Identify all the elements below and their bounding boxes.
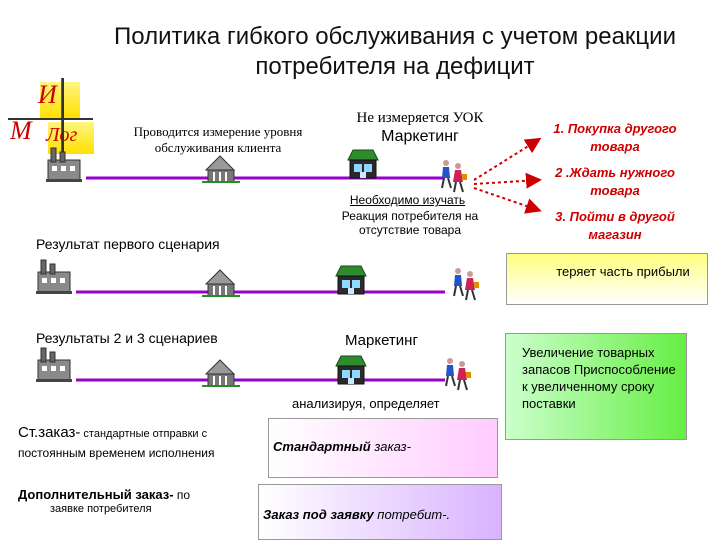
page-title: Политика гибкого обслуживания с учетом р… <box>114 23 676 80</box>
request-order-rest: потребит-. <box>373 507 451 522</box>
loses-profit-box: теряет часть прибыли <box>506 253 708 305</box>
std-order-bold: Ст.заказ- <box>18 424 81 441</box>
result-scenarios-2-3: Результаты 2 и 3 сценариев <box>36 330 218 346</box>
logo-letter-top: И <box>38 80 57 109</box>
request-order-italic: Заказ под заявку <box>263 507 374 522</box>
not-measured-label: Не измеряется УОК <box>356 110 484 126</box>
add-order-label: Дополнительный заказ- по <box>18 486 258 504</box>
loses-profit-text: теряет часть прибыли <box>556 264 690 279</box>
standard-order-box: Стандартный заказ- <box>268 418 498 478</box>
marketing-label-1: Маркетинг <box>381 128 459 145</box>
option-2: 2 .Ждать нужного товара <box>555 165 675 198</box>
reaction-label: Реакция потребителя на отсутствие товара <box>341 209 479 237</box>
result-first-scenario: Результат первого сценария <box>36 236 220 252</box>
add-order-bold: Дополнительный заказ- <box>18 487 174 502</box>
add-order-rest: по <box>173 488 191 502</box>
stock-increase-box: Увеличение товарных запасов Приспособлен… <box>505 333 687 440</box>
option-3: 3. Пойти в другой магазин <box>555 209 675 242</box>
std-order-line2: постоянным временем исполнения <box>18 446 215 460</box>
measured-text: Проводится измерение уровня обслуживания… <box>133 124 303 155</box>
request-order-box: Заказ под заявку потребит-. <box>258 484 502 540</box>
standard-order-italic: Стандартный <box>273 439 371 454</box>
std-order-rest: стандартные отправки с <box>80 428 208 440</box>
marketing-label-2: Маркетинг <box>345 332 418 349</box>
logo-letter-left: М <box>10 116 32 145</box>
standard-order-rest: заказ- <box>370 439 411 454</box>
standard-order-text: Стандартный заказ- <box>269 419 497 454</box>
stock-increase-text: Увеличение товарных запасов Приспособлен… <box>522 345 676 411</box>
analyze-label: анализируя, определяет <box>292 396 440 411</box>
std-order-label: Ст.заказ- стандартные отправки с <box>18 424 268 442</box>
request-order-text: Заказ под заявку потребит-. <box>259 485 501 522</box>
add-order-line2: заявке потребителя <box>50 503 152 515</box>
need-study-label: Необходимо изучать <box>349 193 466 207</box>
option-1: 1. Покупка другого товара <box>553 121 677 154</box>
